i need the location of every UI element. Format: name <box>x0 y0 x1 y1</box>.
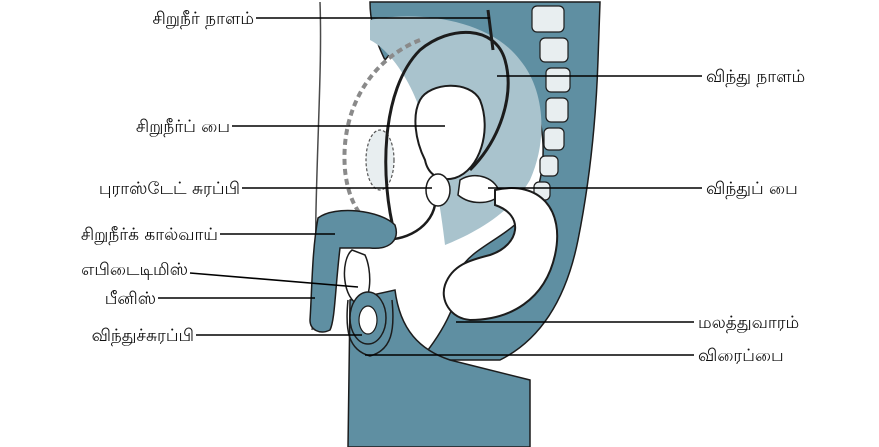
anatomy-illustration <box>310 2 600 447</box>
label-penis: பீனிஸ் <box>105 289 156 309</box>
pubic-bone <box>366 130 394 190</box>
label-seminal-vesicle: விந்துப் பை <box>706 179 798 199</box>
label-testis: விந்துச்சுரப்பி <box>92 326 194 346</box>
label-urethral-canal: சிறுநீர்க் கால்வாய் <box>81 225 218 245</box>
prostate-shape <box>426 174 450 206</box>
label-epididymis: எபிடைடிமிஸ் <box>81 260 188 280</box>
right-labels: விந்து நாளம் விந்துப் பை மலத்துவாரம் விர… <box>698 67 805 366</box>
label-prostate: புராஸ்டேட் சுரப்பி <box>99 179 240 199</box>
label-scrotum: விரைப்பை <box>698 346 784 366</box>
left-labels: சிறுநீர் நாளம் சிறுநீர்ப் பை புராஸ்டேட் … <box>81 9 254 346</box>
label-anus: மலத்துவாரம் <box>698 313 799 333</box>
testis-core <box>359 306 377 334</box>
label-urethra-upper: சிறுநீர் நாளம் <box>152 9 254 29</box>
label-bladder: சிறுநீர்ப் பை <box>136 117 230 137</box>
label-vas-deferens: விந்து நாளம் <box>706 67 805 87</box>
